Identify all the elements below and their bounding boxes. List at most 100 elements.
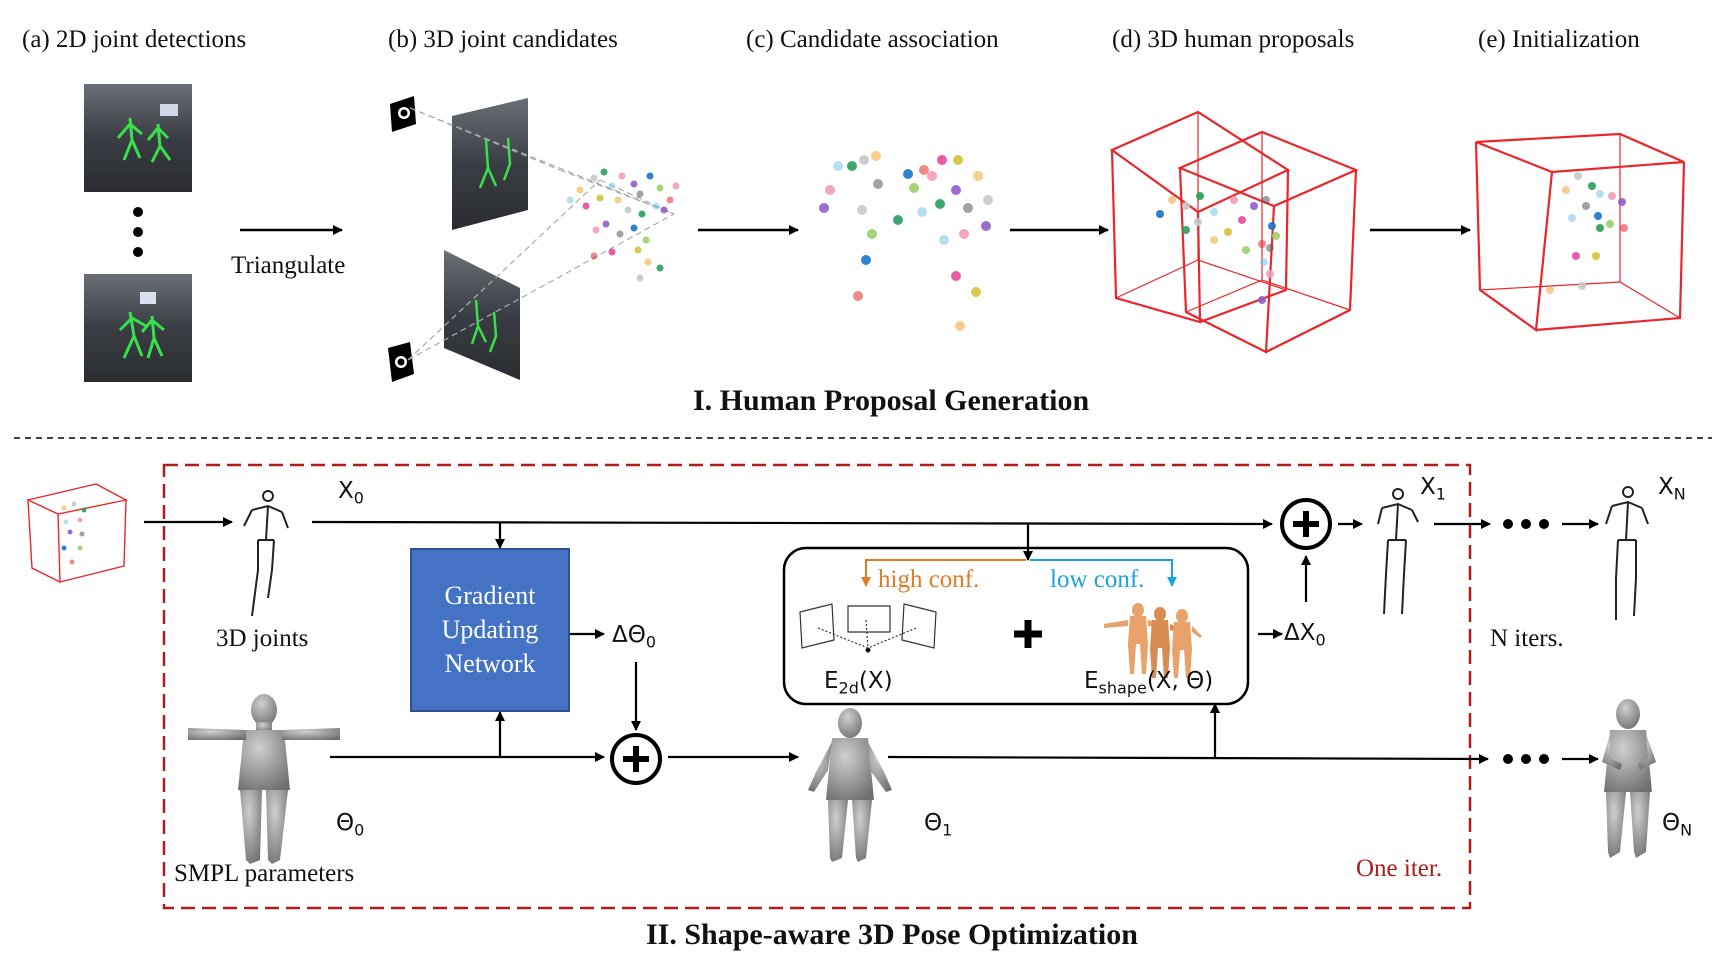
joint-dot xyxy=(636,190,644,198)
joint-dot xyxy=(1156,210,1164,218)
joint-dot xyxy=(1268,222,1276,230)
smpl-label: SMPL parameters xyxy=(174,860,355,887)
joint-dot xyxy=(61,505,67,511)
xn-symbol: XN xyxy=(1658,474,1686,504)
joint-dot xyxy=(1596,224,1604,232)
joint-dot xyxy=(1272,232,1280,240)
joint-dot xyxy=(590,174,598,182)
joint-dot xyxy=(602,220,610,228)
joint-dot xyxy=(608,182,616,190)
ellipsis-dots xyxy=(133,207,143,257)
section2-title: II. Shape-aware 3D Pose Optimization xyxy=(646,918,1138,951)
joint-dot xyxy=(77,545,83,551)
joint-dot xyxy=(819,203,829,213)
joint-dot xyxy=(1562,186,1570,194)
joint-dot xyxy=(1262,196,1270,204)
joint-dot xyxy=(646,172,654,180)
camera-image-top xyxy=(84,84,192,192)
joint-dot xyxy=(1194,218,1202,226)
joint-dot xyxy=(1258,240,1266,248)
one-iteration-frame xyxy=(162,463,1472,910)
stage-e-label: (e) Initialization xyxy=(1478,26,1640,53)
joint-dot xyxy=(953,155,963,165)
joint-dot xyxy=(847,161,857,171)
eshape-term: Eshape(X, Θ) xyxy=(1084,668,1214,698)
joint-dot xyxy=(614,196,622,204)
joint-dot xyxy=(909,183,919,193)
plus-icon xyxy=(1014,620,1042,648)
joint-dot xyxy=(652,202,660,210)
joint-dot xyxy=(636,274,644,282)
camera-image-bottom xyxy=(84,274,192,382)
joint-dot xyxy=(859,155,869,165)
joint-dot xyxy=(1574,172,1582,180)
section1-title: I. Human Proposal Generation xyxy=(693,384,1090,417)
initialized-joints xyxy=(1546,172,1628,294)
joint-dot xyxy=(1242,246,1250,254)
joint-dot xyxy=(903,169,913,179)
joint-dot xyxy=(1230,196,1238,204)
joint-dot xyxy=(644,258,652,266)
joint-dot xyxy=(81,507,87,513)
joint-dot xyxy=(656,264,664,272)
joint-dot xyxy=(955,321,965,331)
initialization-box xyxy=(1474,132,1686,332)
joint-dot xyxy=(624,206,632,214)
joint-dot xyxy=(67,529,73,535)
joint-dot xyxy=(959,229,969,239)
joint-dot xyxy=(1594,212,1602,220)
joint-dot xyxy=(61,545,67,551)
stage-c-label: (c) Candidate association xyxy=(746,26,999,53)
gun-label-line3: Network xyxy=(444,649,536,678)
skeleton-xn xyxy=(1605,486,1649,620)
x1-symbol: X1 xyxy=(1420,474,1446,504)
low-conf-label: low conf. xyxy=(1050,566,1145,593)
joint-dot xyxy=(937,155,947,165)
joint-dot xyxy=(590,252,598,260)
triangulate-label: Triangulate xyxy=(231,252,346,279)
joint-dot xyxy=(1568,214,1576,222)
joint-dot xyxy=(873,179,883,189)
high-conf-label: high conf. xyxy=(878,566,980,593)
joint-dot xyxy=(1250,202,1258,210)
joint-dot xyxy=(638,210,646,218)
joint-dot xyxy=(927,171,937,181)
joint-dot xyxy=(1266,244,1274,252)
associated-candidates xyxy=(819,151,993,331)
gradient-updating-network: Gradient Updating Network xyxy=(410,548,570,712)
joint-dot xyxy=(951,271,961,281)
input-proposal-box xyxy=(25,483,129,584)
joint-dot xyxy=(1182,226,1190,234)
joint-dot xyxy=(1546,286,1554,294)
joint-dot xyxy=(576,186,584,194)
joint-dot xyxy=(69,559,75,565)
joint-dot xyxy=(1168,196,1176,204)
joint-candidate-cloud xyxy=(566,168,680,282)
joint-dot xyxy=(853,291,863,301)
iteration-ellipsis-bottom xyxy=(1503,754,1549,764)
joint-dot xyxy=(1608,192,1616,200)
joint-dot xyxy=(861,255,871,265)
joint-dot xyxy=(71,501,77,507)
joint-dot xyxy=(1258,296,1266,304)
reprojection-diagram xyxy=(799,603,937,653)
x0-symbol: X0 xyxy=(338,478,364,508)
proposal-joints xyxy=(1156,192,1280,304)
joint-dot xyxy=(919,165,929,175)
joint-dot xyxy=(1582,202,1590,210)
skeleton-x0 xyxy=(243,490,289,617)
sum-node-x xyxy=(1280,498,1332,550)
joint-dot xyxy=(566,196,574,204)
delta-x0-symbol: ΔX0 xyxy=(1284,620,1326,650)
proposal-box-1 xyxy=(1109,110,1291,324)
joint-dot xyxy=(893,215,903,225)
stage-d-label: (d) 3D human proposals xyxy=(1112,26,1355,53)
joint-dot xyxy=(596,194,604,202)
joint-dot xyxy=(935,199,945,209)
joint-dot xyxy=(600,168,608,176)
joint-dot xyxy=(963,203,973,213)
joint-dot xyxy=(1238,216,1246,224)
iteration-ellipsis-top xyxy=(1503,519,1549,529)
thetan-symbol: ΘN xyxy=(1662,810,1693,840)
